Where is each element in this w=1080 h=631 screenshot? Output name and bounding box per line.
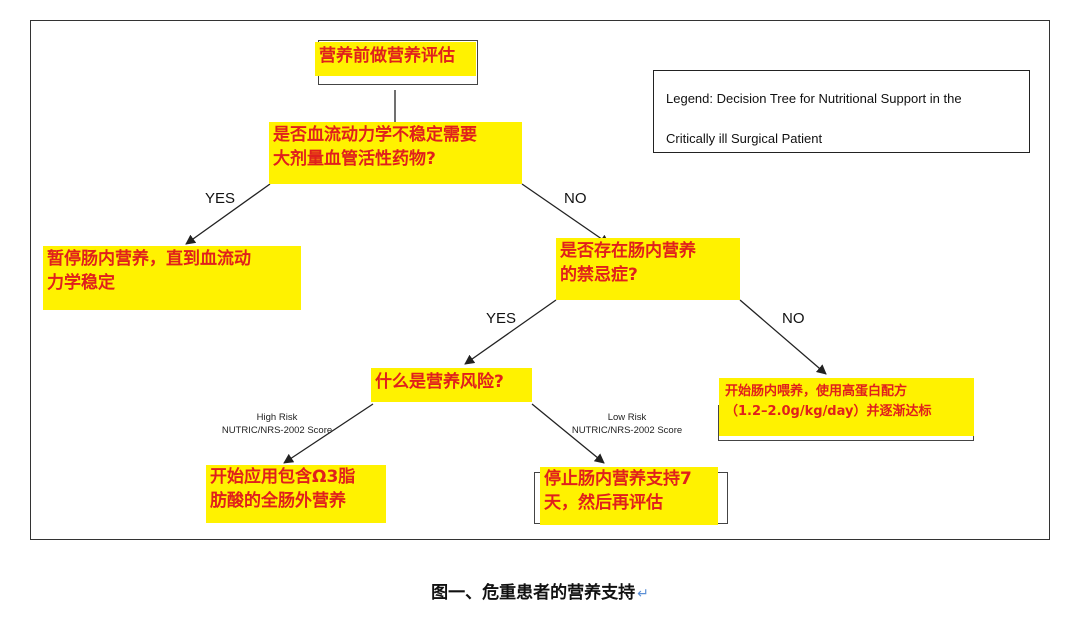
node-q-hemodynamic: 是否血流动力学不稳定需要 大剂量血管活性药物?: [269, 122, 522, 184]
arrow-q2-yes: [464, 299, 557, 365]
edge-label-yes-1: YES: [205, 190, 236, 207]
node-q-contraindication: 是否存在肠内营养 的禁忌症?: [556, 238, 740, 300]
node-stop-enteral: 停止肠内营养支持7 天，然后再评估: [540, 467, 718, 525]
legend-line-2: Critically ill Surgical Patient: [666, 131, 823, 146]
node-q-risk: 什么是营养风险?: [371, 368, 532, 402]
edge-label-no-1: NO: [564, 190, 587, 207]
edge-label-no-2: NO: [782, 310, 805, 327]
arrow-q2-no: [739, 299, 827, 375]
paragraph-mark-icon: ↵: [637, 586, 649, 602]
arrow-q3-high: [283, 403, 374, 464]
arrow-q1-no: [521, 183, 610, 245]
edge-label-yes-2: YES: [486, 310, 517, 327]
diagram-frame: [30, 20, 1050, 540]
node-root: 营养前做营养评估: [315, 42, 476, 76]
node-start-enteral: 开始肠内喂养，使用高蛋白配方 （1.2–2.0g/kg/day）并逐渐达标: [719, 378, 974, 436]
legend-box: Legend: Decision Tree for Nutritional Su…: [653, 70, 1030, 153]
arrow-q3-low: [531, 403, 605, 464]
edge-label-high-risk: High Risk NUTRIC/NRS-2002 Score: [221, 412, 333, 436]
node-start-parenteral: 开始应用包含Ω3脂 肪酸的全肠外营养: [206, 465, 386, 523]
arrow-q1-yes: [185, 183, 271, 245]
figure-caption: 图一、危重患者的营养支持↵: [0, 578, 1080, 603]
edge-label-low-risk: Low Risk NUTRIC/NRS-2002 Score: [571, 412, 683, 436]
legend-line-1: Legend: Decision Tree for Nutritional Su…: [666, 91, 962, 106]
caption-text: 图一、危重患者的营养支持: [431, 583, 636, 603]
node-pause-enteral: 暂停肠内营养，直到血流动 力学稳定: [43, 246, 301, 310]
